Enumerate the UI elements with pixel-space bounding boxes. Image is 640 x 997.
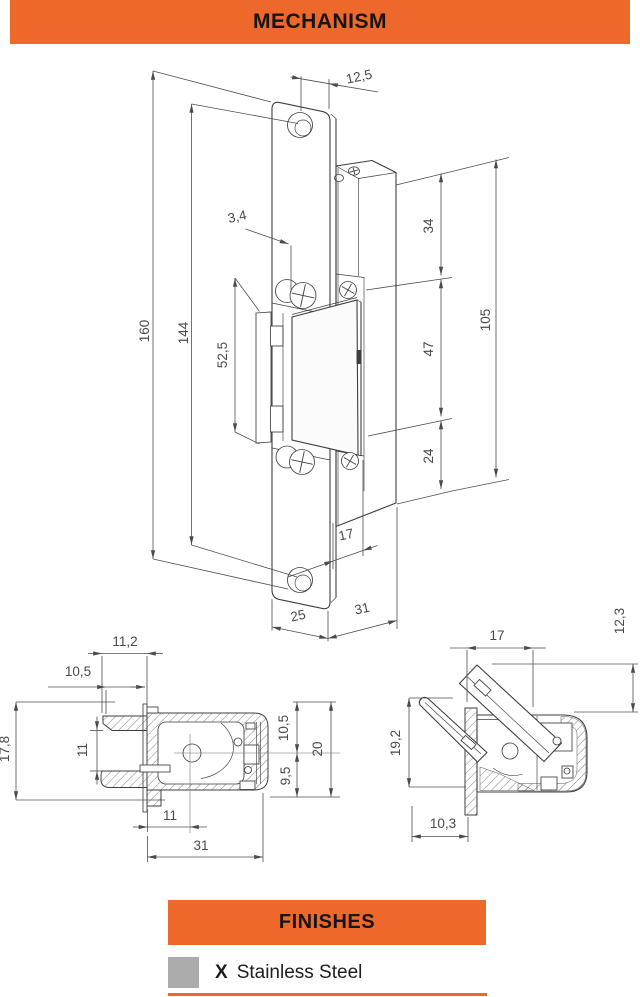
latch-pivot-circle	[501, 742, 519, 760]
faceplate-section	[464, 707, 478, 816]
dim-body-top: 34	[421, 218, 436, 234]
dim-jaw-opening: 11	[75, 743, 90, 757]
plan-section-view: 11,2 10,5 17,8 11 11 31 10,5 9,5 20	[0, 634, 340, 862]
dim-pivot-offset: 11	[163, 808, 177, 823]
dim-lip-height: 17,8	[0, 736, 12, 762]
keeper-screws	[275, 279, 359, 475]
dim-faceplate-width: 12,5	[345, 67, 374, 87]
finish-option-row: X Stainless Steel	[168, 957, 362, 988]
mechanism-header: MECHANISM	[10, 0, 630, 44]
latch-keeper	[255, 297, 362, 461]
dim-total-depth: 20	[310, 741, 325, 756]
finish-option-name: Stainless Steel	[236, 961, 363, 983]
lower-jaw	[100, 770, 148, 788]
dim-body-depth: 17	[337, 526, 355, 544]
dim-latch-tip: 12,3	[612, 608, 627, 634]
bottom-divider	[168, 993, 487, 996]
dim-lip-inner: 10,5	[65, 664, 91, 679]
upper-jaw	[102, 715, 148, 731]
dim-body-middle: 47	[421, 341, 436, 356]
dim-total-height: 160	[137, 320, 152, 343]
isometric-view: 160 144 12,5 3,4 52,5 34 47 24 105 17 25…	[137, 67, 510, 642]
finishes-title: FINISHES	[278, 911, 376, 933]
plan-dimensions: 11,2 10,5 17,8 11 11 31 10,5 9,5 20	[0, 634, 340, 862]
dim-hole-offset: 3,4	[226, 207, 248, 226]
dim-keeper-height: 52,5	[215, 342, 230, 368]
top-mounting-hole	[287, 112, 313, 138]
body-top-screw-icon	[334, 166, 360, 182]
dim-hole-spacing: 144	[176, 321, 191, 344]
dim-lower-half: 9,5	[278, 767, 293, 786]
finish-option-code: X	[215, 961, 228, 983]
dim-lip-offset: 10,3	[430, 816, 456, 831]
dim-body-width: 31	[353, 600, 371, 618]
finishes-header: FINISHES	[168, 900, 486, 945]
dim-lip-outer: 11,2	[112, 634, 137, 649]
finish-option-label: X Stainless Steel	[215, 962, 362, 984]
dim-plan-width: 31	[193, 838, 208, 853]
open-section-view: 17 12,3 19,2 10,3	[388, 608, 638, 842]
dim-latch-width: 17	[489, 628, 504, 643]
dim-upper-half: 10,5	[276, 715, 291, 741]
stainless-steel-swatch	[168, 957, 199, 988]
mechanism-title: MECHANISM	[253, 10, 387, 33]
bottom-mounting-hole	[287, 567, 313, 593]
dim-latch-height: 19,2	[388, 730, 403, 756]
dim-body-height: 105	[478, 309, 493, 332]
open-dimensions: 17 12,3 19,2 10,3	[388, 608, 638, 842]
dim-body-bottom: 24	[421, 448, 436, 464]
iso-dimensions: 160 144 12,5 3,4 52,5 34 47 24 105 17 25…	[137, 67, 510, 642]
dim-faceplate-depth: 25	[289, 607, 307, 625]
